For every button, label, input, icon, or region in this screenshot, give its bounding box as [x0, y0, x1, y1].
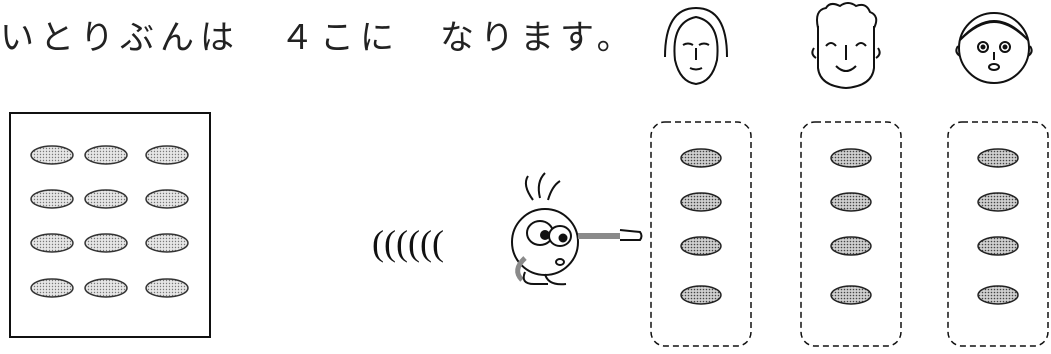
box-bean — [30, 278, 74, 298]
bean-box — [9, 112, 211, 338]
group-bean — [977, 192, 1019, 212]
box-bean — [145, 278, 189, 298]
bean-box-beans — [30, 145, 189, 298]
group-box — [800, 121, 902, 347]
box-bean — [30, 145, 74, 165]
group-bean — [680, 148, 722, 168]
group-bean — [977, 148, 1019, 168]
person-1-face — [664, 6, 728, 86]
bean-groups — [650, 121, 1049, 347]
group-bean — [830, 148, 872, 168]
group-bean — [977, 285, 1019, 305]
box-bean — [145, 145, 189, 165]
pointer-character — [511, 172, 643, 286]
box-bean — [30, 189, 74, 209]
group-bean — [680, 285, 722, 305]
box-bean — [84, 145, 128, 165]
box-bean — [30, 233, 74, 253]
person-2-face — [811, 2, 881, 90]
group-box — [650, 121, 752, 347]
group-bean — [680, 236, 722, 256]
box-bean — [84, 278, 128, 298]
group-bean — [830, 285, 872, 305]
box-bean — [145, 233, 189, 253]
box-bean — [145, 189, 189, 209]
group-bean — [977, 236, 1019, 256]
group-bean — [830, 192, 872, 212]
division-sentence: いとりぶんは ４こに なります。 — [0, 18, 637, 58]
group-box — [947, 121, 1049, 347]
group-bean — [830, 236, 872, 256]
box-bean — [84, 233, 128, 253]
box-bean — [84, 189, 128, 209]
person-3-face — [955, 12, 1033, 84]
group-bean — [680, 192, 722, 212]
waves-text: (((((( — [372, 223, 444, 263]
